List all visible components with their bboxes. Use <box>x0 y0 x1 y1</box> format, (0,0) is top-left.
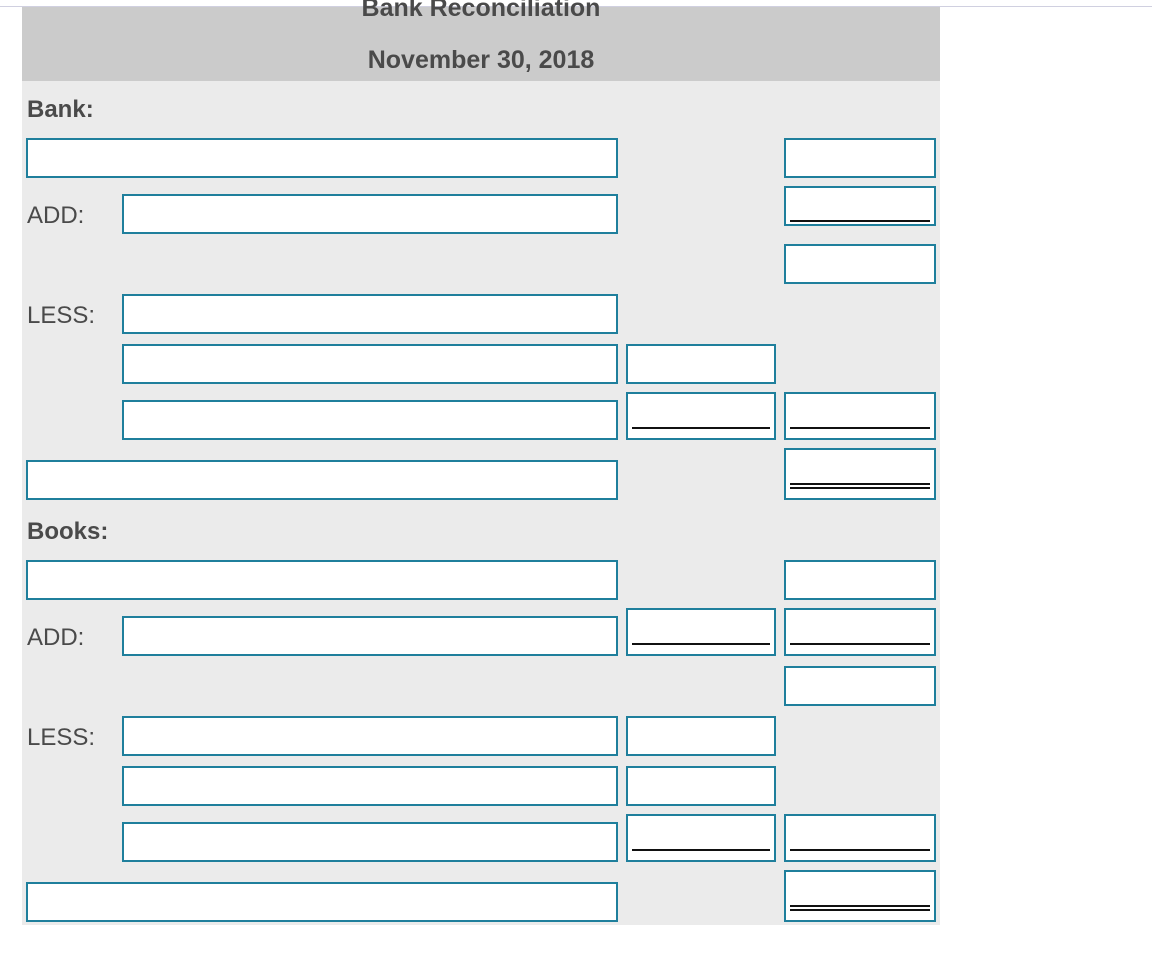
statement-date: November 30, 2018 <box>367 46 595 74</box>
books-section-label: Books: <box>27 518 109 545</box>
bank-balance-amount-input[interactable] <box>784 138 936 178</box>
books-less-amount-input-3[interactable] <box>626 814 776 862</box>
bank-add-label: ADD: <box>27 202 85 229</box>
bank-adjusted-amount-input[interactable] <box>784 448 936 500</box>
books-adjusted-double-underline <box>790 905 930 911</box>
header-band <box>22 7 940 81</box>
books-subtotal-input[interactable] <box>784 666 936 706</box>
books-less-mid-underline <box>632 849 770 851</box>
books-less-desc-input-3[interactable] <box>122 822 618 862</box>
bank-less-mid-underline <box>632 427 770 429</box>
books-less-desc-input-2[interactable] <box>122 766 618 806</box>
bank-less-desc-input-1[interactable] <box>122 294 618 334</box>
bank-add-desc-input[interactable] <box>122 194 618 234</box>
bank-less-desc-input-2[interactable] <box>122 344 618 384</box>
top-divider <box>0 6 1152 7</box>
books-add-label: ADD: <box>27 624 85 651</box>
bank-adjusted-double-underline <box>790 483 930 489</box>
bank-balance-desc-input[interactable] <box>26 138 618 178</box>
books-add-underline <box>790 643 930 645</box>
bank-section-label: Bank: <box>27 96 94 123</box>
bank-less-label: LESS: <box>27 302 96 329</box>
books-add-mid-underline <box>632 643 770 645</box>
bank-less-amount-input-2[interactable] <box>626 344 776 384</box>
bank-add-amount-input[interactable] <box>784 186 936 226</box>
books-less-label: LESS: <box>27 724 96 751</box>
books-adjusted-amount-input[interactable] <box>784 870 936 922</box>
page-title: Bank Reconciliation <box>361 0 601 22</box>
books-balance-desc-input[interactable] <box>26 560 618 600</box>
books-less-total-underline <box>790 849 930 851</box>
bank-adjusted-desc-input[interactable] <box>26 460 618 500</box>
bank-less-total-underline <box>790 427 930 429</box>
bank-less-total-input[interactable] <box>784 392 936 440</box>
books-less-total-input[interactable] <box>784 814 936 862</box>
books-add-desc-input[interactable] <box>122 616 618 656</box>
books-add-amount-input[interactable] <box>784 608 936 656</box>
bank-subtotal-input[interactable] <box>784 244 936 284</box>
bank-less-desc-input-3[interactable] <box>122 400 618 440</box>
books-adjusted-desc-input[interactable] <box>26 882 618 922</box>
books-less-amount-input-2[interactable] <box>626 766 776 806</box>
books-less-desc-input-1[interactable] <box>122 716 618 756</box>
books-less-amount-input-1[interactable] <box>626 716 776 756</box>
books-add-mid-amount-input[interactable] <box>626 608 776 656</box>
books-balance-amount-input[interactable] <box>784 560 936 600</box>
bank-add-underline <box>790 220 930 222</box>
bank-less-amount-input-3[interactable] <box>626 392 776 440</box>
